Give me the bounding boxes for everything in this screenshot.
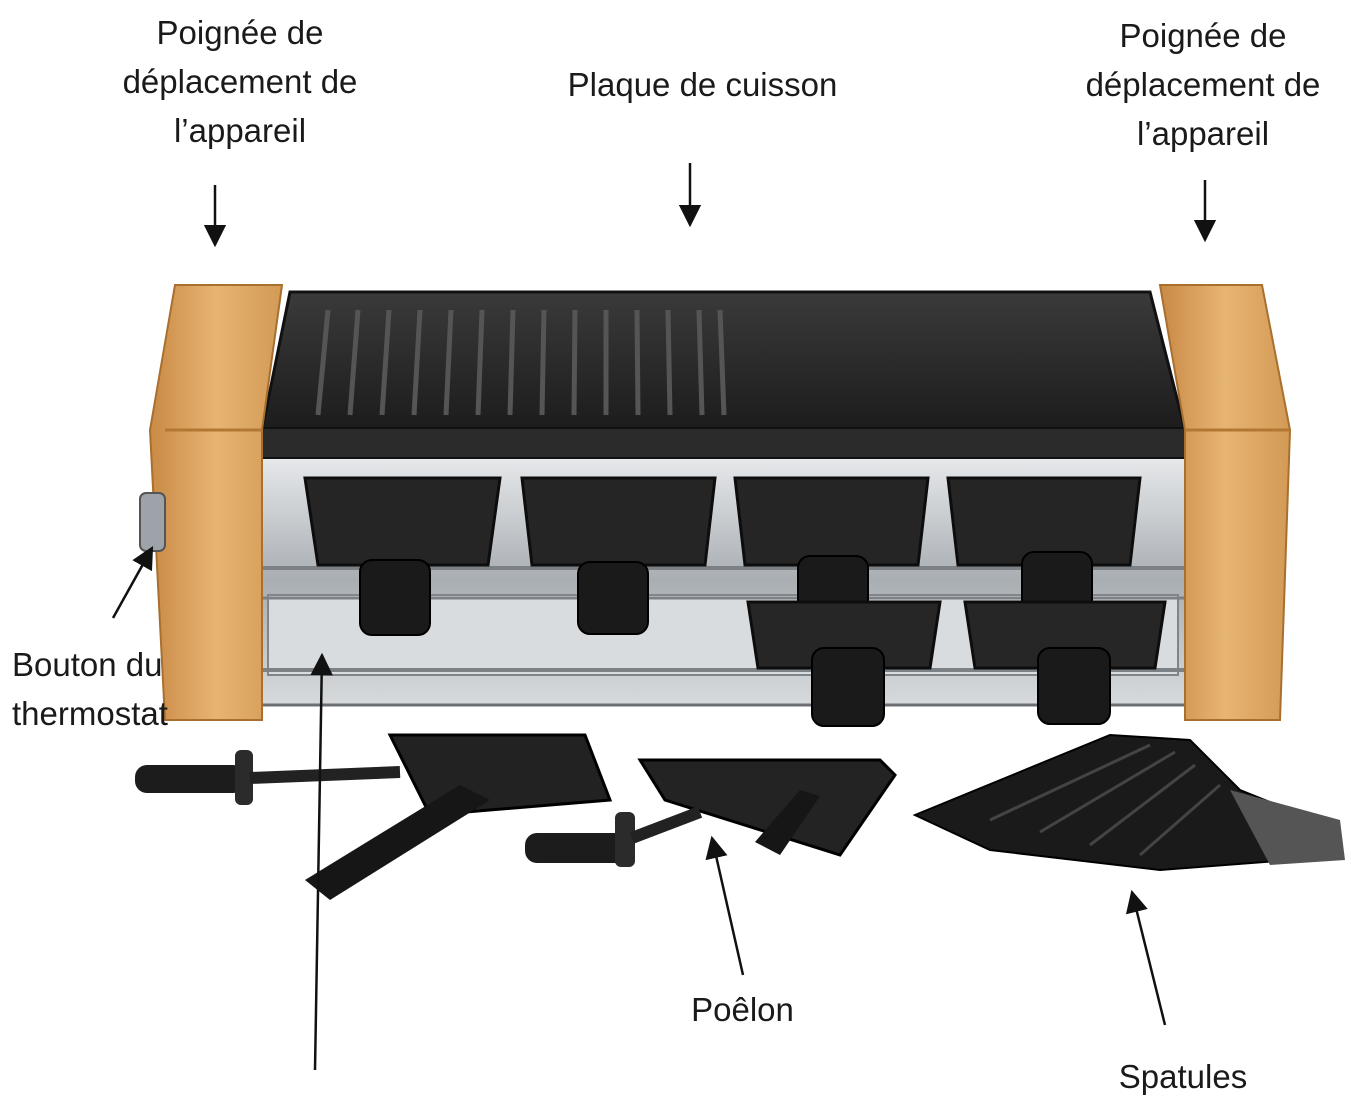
spatulas-fan xyxy=(912,733,1345,872)
label-spatules: Spatules xyxy=(1098,1052,1268,1101)
lower-pans xyxy=(746,600,1167,670)
label-spatules-text: Spatules xyxy=(1118,1058,1248,1095)
label-thermostat-line1: Bouton du xyxy=(12,646,163,683)
loose-pans xyxy=(135,733,897,900)
left-wood-handle xyxy=(148,284,284,721)
label-handle-left-line3: l’appareil xyxy=(173,112,307,149)
arrow-spatules xyxy=(1125,889,1167,1026)
label-thermostat-line2: thermostat xyxy=(12,695,168,732)
label-handle-right-line1: Poignée de xyxy=(1119,17,1287,54)
label-poelon-text: Poêlon xyxy=(691,991,794,1028)
label-handle-right-line2: déplacement de xyxy=(1085,66,1321,103)
thermostat-knob xyxy=(139,492,166,552)
raclette-appliance xyxy=(139,284,1292,727)
lower-pan-knobs xyxy=(811,647,1111,727)
upper-pans xyxy=(303,476,1142,567)
arrow-thermostat xyxy=(111,546,154,619)
label-poelon: Poêlon xyxy=(680,985,805,1034)
label-cooking-plate-text: Plaque de cuisson xyxy=(567,66,838,103)
arrow-poelon xyxy=(705,835,745,976)
arrows xyxy=(111,163,1217,1071)
label-handle-right: Poignée de déplacement de l’appareil xyxy=(1058,11,1348,158)
grill-ridges xyxy=(315,309,727,416)
label-handle-left-line2: déplacement de xyxy=(122,63,358,100)
label-thermostat: Bouton du thermostat xyxy=(12,640,197,738)
label-handle-right-line3: l’appareil xyxy=(1136,115,1270,152)
label-handle-left: Poignée de déplacement de l’appareil xyxy=(95,8,385,155)
cooking-plate xyxy=(260,290,1187,459)
label-cooking-plate: Plaque de cuisson xyxy=(530,60,875,109)
arrow-tray xyxy=(310,652,333,1071)
label-handle-left-line1: Poignée de xyxy=(156,14,324,51)
right-wood-handle xyxy=(1158,284,1292,721)
